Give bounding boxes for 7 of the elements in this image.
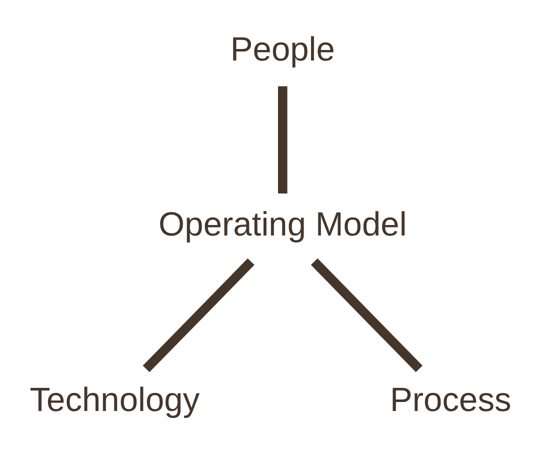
node-text: Operating Model xyxy=(158,206,407,244)
node-text: Technology xyxy=(30,382,200,420)
node-text: Process xyxy=(390,382,512,420)
node-text: People xyxy=(230,31,335,68)
connector xyxy=(278,86,288,194)
connector xyxy=(142,258,254,372)
connector xyxy=(310,258,423,372)
